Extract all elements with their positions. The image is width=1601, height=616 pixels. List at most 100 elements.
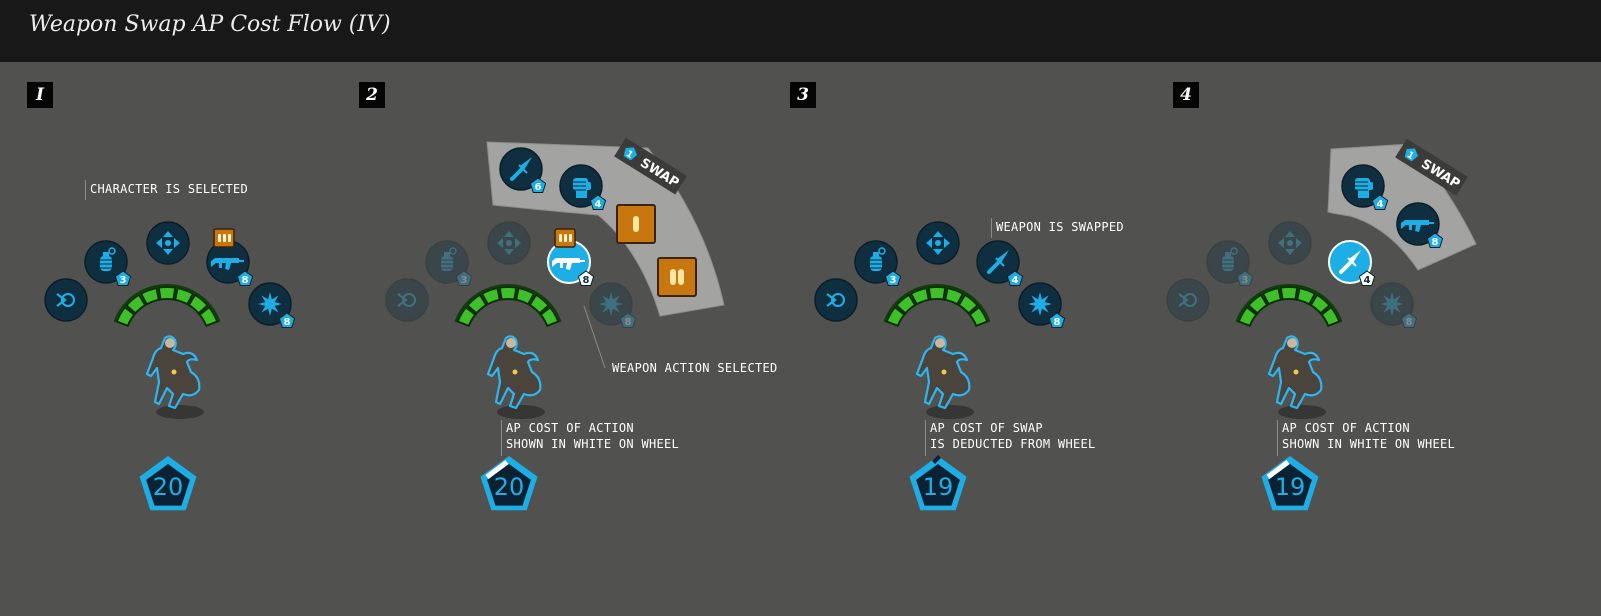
grenade-body <box>1222 256 1234 271</box>
action-button-overwatch[interactable] <box>385 278 429 322</box>
action-button-grenade[interactable]: 3 <box>425 240 473 286</box>
action-button-ability-burst[interactable]: 8 <box>589 282 637 328</box>
ap-segment <box>1309 293 1332 315</box>
ability-burst-icon <box>1379 291 1405 317</box>
burst-core <box>1387 299 1397 309</box>
action-button-ability-burst[interactable]: 8 <box>1018 282 1066 328</box>
ap-segment <box>480 286 501 306</box>
ap-counter-fill <box>487 464 531 506</box>
ammo-round <box>228 234 231 242</box>
ap-counter-fill <box>916 464 960 506</box>
action-button-assault-rifle[interactable]: 8 <box>206 228 254 286</box>
rifle-grip <box>1409 225 1412 230</box>
annotation-leader <box>583 305 606 369</box>
knife-guard <box>518 164 528 174</box>
cost-value: 3 <box>890 275 897 286</box>
move-center <box>1287 240 1293 246</box>
action-button-assault-rifle[interactable]: 8 <box>1396 202 1444 248</box>
knife-handle <box>510 167 524 181</box>
ap-counter: 19 <box>1261 456 1319 511</box>
action-button-bg <box>1166 278 1210 322</box>
fist-thumb <box>1368 182 1373 190</box>
annotation-leader <box>501 420 502 456</box>
step-marker-2: 2 <box>359 82 385 108</box>
action-button-knife[interactable]: 4 <box>1328 240 1376 286</box>
double-bullet-icon[interactable] <box>657 257 697 297</box>
ap-cost-indicator <box>1266 460 1290 479</box>
burst-core <box>265 299 275 309</box>
character-weapon-glint <box>171 369 177 375</box>
action-button-overwatch[interactable] <box>814 278 858 322</box>
move-arrow <box>504 231 514 237</box>
step-marker-4: 4 <box>1173 82 1199 108</box>
rifle-mag <box>566 263 572 270</box>
cost-value: 4 <box>1377 199 1384 210</box>
ap-counter: 20 <box>139 456 197 511</box>
cost-badge <box>1426 232 1444 248</box>
action-button-move[interactable] <box>146 221 190 265</box>
grenade-body <box>441 256 453 271</box>
overwatch-arrow <box>56 293 67 307</box>
character-weapon-glint <box>512 369 518 375</box>
cost-badge <box>236 270 254 286</box>
move-center <box>165 240 171 246</box>
assault-rifle-icon <box>1405 211 1431 237</box>
grenade-cap <box>1225 252 1231 256</box>
overwatch-arrow <box>826 293 837 307</box>
action-button-move[interactable] <box>1268 221 1312 265</box>
move-arrow <box>1285 231 1295 237</box>
character-figure[interactable] <box>915 335 974 419</box>
action-button-ability-burst[interactable]: 8 <box>248 282 296 328</box>
action-button-fist[interactable]: 4 <box>1341 164 1389 210</box>
action-button-grenade[interactable]: 3 <box>84 240 132 286</box>
move-arrow <box>1278 238 1284 248</box>
character-head <box>1287 338 1297 348</box>
cost-value: 3 <box>461 275 468 286</box>
knife-icon <box>1337 249 1363 275</box>
bullet <box>633 216 639 232</box>
grenade-icon <box>863 249 889 275</box>
character-figure[interactable] <box>486 335 545 419</box>
move-icon <box>155 230 181 256</box>
overwatch-icon <box>394 287 420 313</box>
annotation-weapon-swapped: WEAPON IS SWAPPED <box>996 220 1124 234</box>
ap-segment <box>1246 293 1269 315</box>
ap-segment <box>124 293 147 315</box>
action-button-assault-rifle[interactable]: 8 <box>547 228 595 286</box>
action-button-ability-burst[interactable]: 8 <box>1370 282 1418 328</box>
single-bullet-icon[interactable] <box>616 204 656 244</box>
ap-value: 19 <box>923 473 954 501</box>
character-figure[interactable] <box>145 335 204 419</box>
ap-segment <box>927 285 947 301</box>
move-arrow <box>163 249 173 255</box>
header-bar: Weapon Swap AP Cost Flow (IV) <box>0 0 1601 62</box>
action-button-fist[interactable]: 4 <box>559 164 607 210</box>
ap-segment <box>1261 286 1282 306</box>
character-figure[interactable] <box>1267 335 1326 419</box>
action-button-move[interactable] <box>916 221 960 265</box>
ap-counter: 20 <box>480 456 538 511</box>
rifle-mag <box>225 263 231 270</box>
overwatch-ring <box>1183 293 1197 307</box>
action-button-knife[interactable]: 6 <box>499 147 547 193</box>
ammo-round <box>559 234 562 242</box>
ap-segment <box>115 305 136 328</box>
grenade-icon <box>434 249 460 275</box>
ap-segment <box>465 293 488 315</box>
action-button-grenade[interactable]: 3 <box>1206 240 1254 286</box>
action-button-overwatch[interactable] <box>44 278 88 322</box>
action-button-move[interactable] <box>487 221 531 265</box>
action-button-knife[interactable]: 4 <box>976 240 1024 286</box>
ap-segment <box>944 286 965 306</box>
cost-value: 8 <box>284 317 291 328</box>
character-head <box>506 338 516 348</box>
grenade-cap <box>444 252 450 256</box>
knife-icon <box>985 249 1011 275</box>
action-button-grenade[interactable]: 3 <box>854 240 902 286</box>
character-shadow <box>926 405 974 419</box>
action-button-overwatch[interactable] <box>1166 278 1210 322</box>
knife-icon <box>508 156 534 182</box>
ap-wheel <box>454 284 562 328</box>
